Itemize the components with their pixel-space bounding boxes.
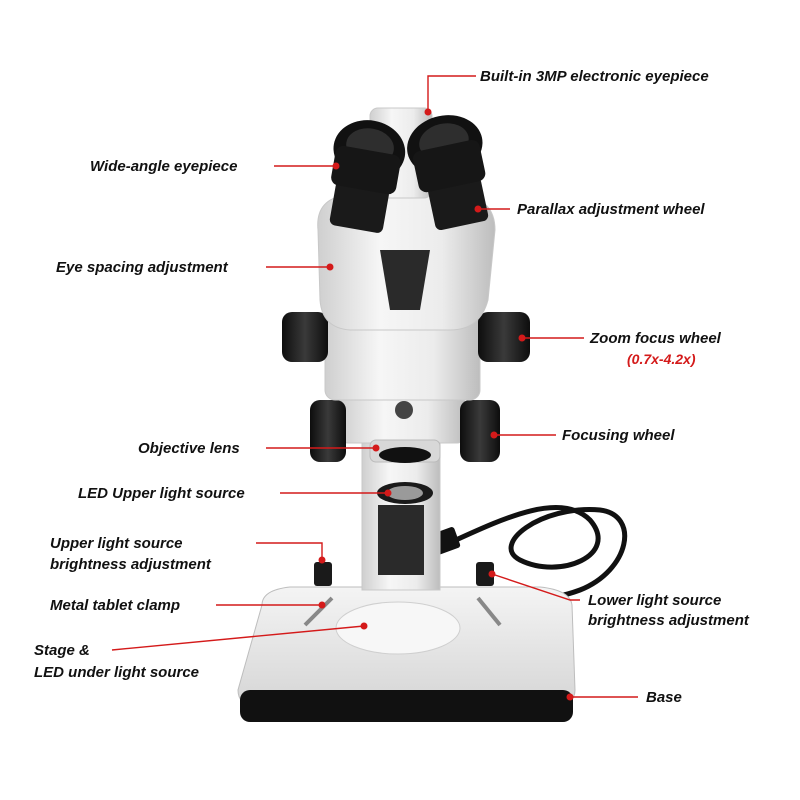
eyepiece-right [407, 115, 489, 231]
led-lens [387, 486, 423, 500]
dot-upper-bright [318, 556, 326, 564]
label-lower-bright-1: Lower light source [588, 592, 721, 609]
leader-lines [111, 75, 638, 701]
dot-metal-clamp [318, 601, 326, 609]
microscope [237, 107, 628, 722]
dot-lower-bright [488, 570, 496, 578]
dot-parallax [474, 205, 482, 213]
label-upper-bright-1: Upper light source [50, 535, 183, 552]
dot-eye-spacing [326, 263, 334, 271]
lower-bright-knob [476, 562, 494, 586]
label-upper-bright-2: brightness adjustment [50, 556, 212, 573]
dot-base [566, 693, 574, 701]
base-bottom [240, 690, 573, 722]
label-base: Base [646, 689, 682, 706]
label-focusing: Focusing wheel [562, 427, 675, 444]
clamp-left [303, 596, 334, 627]
leader-eyepiece-3mp [427, 75, 476, 112]
label-zoom-focus: Zoom focus wheel [589, 330, 722, 347]
clamp-right [476, 596, 502, 627]
leader-upper-bright [256, 542, 323, 560]
pillar-slot [378, 505, 424, 575]
label-zoom-range: (0.7x-4.2x) [627, 351, 696, 367]
leader-stage [111, 625, 365, 651]
labels: Built-in 3MP electronic eyepiece Wide-an… [34, 68, 750, 706]
focus-knob-left [310, 400, 346, 462]
dot-wide-angle [332, 162, 340, 170]
dot-stage [360, 622, 368, 630]
label-wide-angle: Wide-angle eyepiece [90, 158, 237, 175]
dot-led-upper [384, 489, 392, 497]
dot-eyepiece-3mp [424, 108, 432, 116]
label-lower-bright-2: brightness adjustment [588, 612, 750, 629]
label-metal-clamp: Metal tablet clamp [50, 597, 180, 614]
objective-glass [379, 447, 431, 463]
focus-lock-screw [395, 401, 413, 419]
focus-knob-right [460, 400, 500, 462]
upper-bright-knob [314, 562, 332, 586]
label-objective: Objective lens [138, 440, 240, 457]
power-cable [443, 504, 628, 602]
dot-focusing [490, 431, 498, 439]
head-front-recess [380, 250, 430, 310]
label-led-upper: LED Upper light source [78, 485, 245, 502]
label-eyepiece-3mp: Built-in 3MP electronic eyepiece [480, 68, 709, 85]
leader-lower-bright [491, 573, 580, 601]
zoom-knob-right [478, 312, 530, 362]
dot-zoom [518, 334, 526, 342]
label-stage-2: LED under light source [34, 664, 199, 681]
dot-objective [372, 444, 380, 452]
stage-plate [335, 601, 461, 655]
label-stage-1: Stage & [34, 642, 90, 659]
zoom-knob-left [282, 312, 328, 362]
eyepiece-left [329, 120, 406, 233]
label-parallax: Parallax adjustment wheel [517, 201, 705, 218]
label-eye-spacing: Eye spacing adjustment [56, 259, 229, 276]
